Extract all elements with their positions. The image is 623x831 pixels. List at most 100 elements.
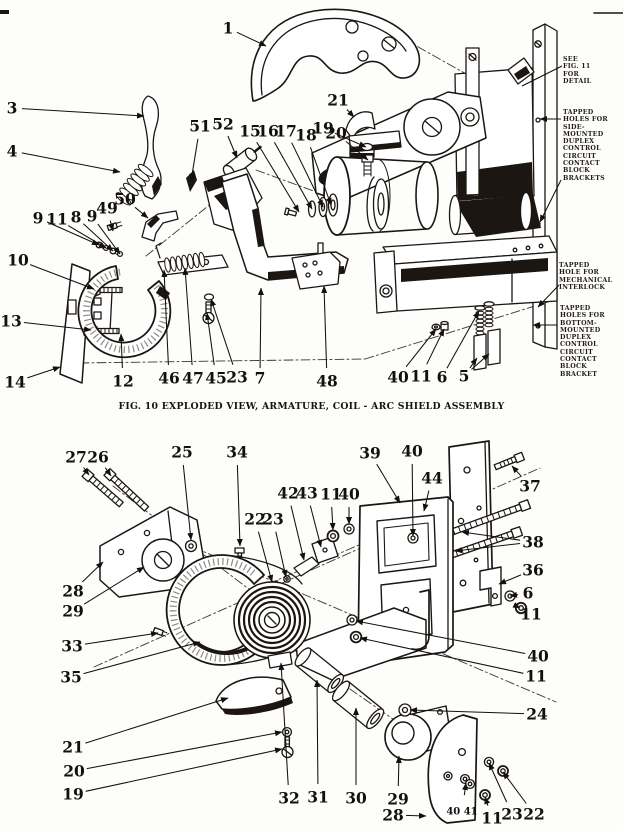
leader-line-9 bbox=[46, 221, 100, 246]
callout-20: 20 bbox=[325, 124, 347, 143]
coil-and-shield bbox=[152, 554, 311, 669]
leader-line-38 bbox=[454, 542, 521, 554]
leader-line-11 bbox=[67, 225, 107, 249]
leader-line-15 bbox=[256, 141, 300, 213]
callout-11: 11 bbox=[520, 605, 542, 624]
leader-line-31 bbox=[314, 679, 321, 785]
leader-line-39 bbox=[376, 463, 401, 504]
leader-line-6 bbox=[446, 310, 480, 369]
callout-40: 40 bbox=[387, 368, 409, 387]
leader-line-23 bbox=[275, 531, 288, 578]
leader-line-5 bbox=[471, 353, 490, 370]
blowout-bracket bbox=[291, 242, 341, 290]
washer-stack bbox=[283, 193, 339, 218]
note-mech-interlock: TAPPED HOLE FOR MECHANICAL INTERLOCK bbox=[559, 262, 613, 291]
leader-line-37 bbox=[511, 465, 522, 477]
callout-45: 45 bbox=[205, 369, 227, 388]
callout-11: 11 bbox=[46, 210, 68, 229]
leader-line-45 bbox=[204, 312, 215, 366]
callout-48: 48 bbox=[316, 372, 338, 391]
callout-42: 42 bbox=[277, 484, 299, 503]
leader-line-19 bbox=[85, 747, 283, 792]
leader-line-44 bbox=[422, 490, 430, 512]
callout-32: 32 bbox=[278, 789, 300, 808]
leader-line-40 bbox=[409, 463, 416, 537]
leader-line-52 bbox=[227, 135, 238, 159]
callout-23: 23 bbox=[262, 510, 284, 529]
callout-5: 5 bbox=[459, 367, 470, 386]
callout-9: 9 bbox=[33, 209, 44, 228]
kickout-spring bbox=[115, 163, 154, 206]
callout-43: 43 bbox=[296, 484, 318, 503]
leader-line-6 bbox=[509, 591, 519, 598]
callout-20: 20 bbox=[63, 762, 85, 781]
callout-50: 50 bbox=[114, 190, 136, 209]
leader-line-22 bbox=[502, 771, 527, 804]
moving-contact bbox=[215, 676, 294, 759]
callout-19: 19 bbox=[312, 119, 334, 138]
callout-40: 40 bbox=[401, 442, 423, 461]
callout-29: 29 bbox=[387, 790, 409, 809]
callout-40: 40 bbox=[338, 485, 360, 504]
armature-bracket-upper bbox=[81, 468, 245, 598]
callout-25: 25 bbox=[171, 443, 193, 462]
callout-28: 28 bbox=[382, 806, 404, 825]
leader-line-10 bbox=[29, 264, 95, 290]
callout-40-41: 40 41 bbox=[446, 807, 477, 818]
leader-line-40-41 bbox=[462, 782, 469, 796]
leader-line-20 bbox=[345, 140, 369, 161]
callout-6: 6 bbox=[523, 584, 534, 603]
leader-line-26 bbox=[104, 467, 112, 477]
callout-12: 12 bbox=[112, 372, 134, 391]
leader-line-43 bbox=[309, 505, 323, 548]
callout-44: 44 bbox=[421, 469, 443, 488]
leader-line-47 bbox=[182, 267, 193, 366]
callout-26: 26 bbox=[87, 448, 109, 467]
callout-13: 13 bbox=[0, 312, 22, 331]
callout-35: 35 bbox=[60, 668, 82, 687]
callout-15: 15 bbox=[239, 122, 261, 141]
callout-23: 23 bbox=[501, 805, 523, 824]
callout-46: 46 bbox=[158, 369, 180, 388]
leader-line-25 bbox=[182, 464, 194, 541]
callout-31: 31 bbox=[307, 788, 329, 807]
leader-line-24 bbox=[409, 707, 525, 715]
leader-line-23 bbox=[210, 298, 234, 365]
spacer-cylinders bbox=[294, 647, 385, 730]
figure-10-caption: FIG. 10 EXPLODED VIEW, ARMATURE, COIL - … bbox=[118, 401, 505, 412]
leader-line-19 bbox=[334, 132, 367, 148]
callout-38: 38 bbox=[522, 533, 544, 552]
callout-34: 34 bbox=[226, 443, 248, 462]
callout-21: 21 bbox=[327, 91, 349, 110]
scan-mark-left bbox=[0, 10, 9, 14]
callout-11: 11 bbox=[320, 485, 342, 504]
leader-line-11 bbox=[426, 328, 445, 365]
armature-stop bbox=[507, 57, 535, 85]
callout-52: 52 bbox=[212, 115, 234, 134]
leader-line-3 bbox=[21, 108, 145, 119]
note-leaders bbox=[521, 65, 563, 328]
callout-40: 40 bbox=[527, 647, 549, 666]
callout-27: 27 bbox=[65, 448, 87, 467]
leader-line-14 bbox=[27, 366, 61, 379]
callout-10: 10 bbox=[7, 251, 29, 270]
leader-line-12 bbox=[118, 333, 125, 369]
leader-line-28 bbox=[81, 561, 104, 583]
leader-line-49 bbox=[108, 220, 115, 232]
leader-line-23 bbox=[488, 762, 508, 803]
callout-23: 23 bbox=[226, 368, 248, 387]
chassis-base bbox=[373, 235, 558, 314]
leader-line-42 bbox=[290, 505, 306, 561]
leader-line-28 bbox=[405, 812, 427, 819]
leader-line-11 bbox=[359, 636, 524, 674]
leader-line-36 bbox=[498, 574, 522, 585]
callout-1: 1 bbox=[223, 19, 234, 38]
coil-washer bbox=[366, 176, 390, 232]
leader-line-16 bbox=[273, 142, 313, 210]
leader-line-38 bbox=[461, 530, 521, 541]
leader-line-5 bbox=[469, 357, 478, 369]
fig1-art bbox=[0, 8, 623, 384]
leader-line-40 bbox=[355, 619, 526, 655]
